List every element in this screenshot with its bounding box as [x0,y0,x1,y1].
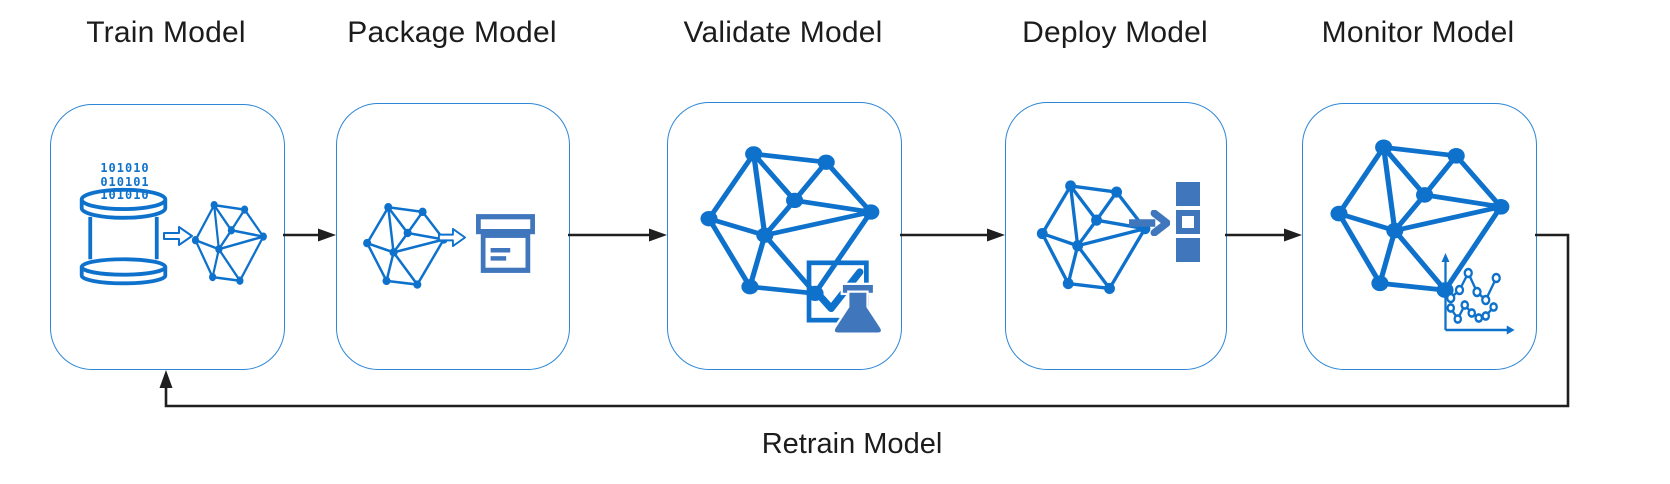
stage-box-validate [667,102,902,370]
connector-arrow-package-validate [568,228,667,242]
stage-title-train: Train Model [86,16,246,49]
stage-title-monitor: Monitor Model [1321,16,1515,49]
connector-arrow-validate-deploy [900,228,1005,242]
connector-arrow-deploy-monitor [1225,228,1302,242]
retrain-label: Retrain Model [761,428,943,460]
stage-title-deploy: Deploy Model [1022,16,1208,49]
stage-box-train: 101010 010101 101010 [50,104,285,370]
binary-data-text: 101010 010101 101010 [94,161,156,203]
stage-title-validate: Validate Model [683,16,883,49]
feedback-loop-arrow [159,233,1570,408]
stage-box-package [336,103,570,370]
binary-row: 101010 [100,161,150,175]
stage-title-package: Package Model [347,16,557,49]
binary-row: 101010 [100,188,150,202]
stage-box-monitor [1302,103,1537,370]
binary-row: 010101 [100,174,150,189]
connector-arrow-train-package [283,228,336,242]
stage-box-deploy [1005,102,1227,370]
